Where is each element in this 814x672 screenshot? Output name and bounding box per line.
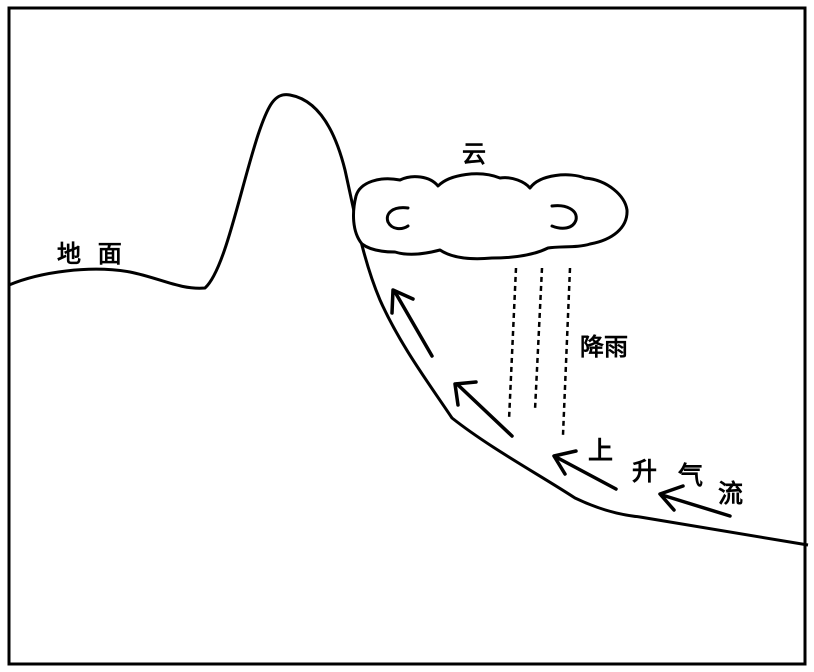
cloud-curl-left	[385, 206, 410, 231]
cloud-curl-right	[550, 204, 578, 230]
rain-line	[507, 267, 518, 421]
rain-line	[561, 267, 572, 436]
updraft-char: 升	[632, 457, 657, 486]
updraft-arrows	[390, 288, 732, 518]
updraft-label: 上 升 气 流	[588, 436, 743, 508]
rain-label: 降雨	[580, 333, 628, 361]
cloud-shape	[352, 172, 629, 261]
diagram-frame	[7, 6, 807, 666]
terrain-profile	[8, 93, 809, 547]
cloud-label: 云	[462, 140, 486, 168]
ground-label: 地 面	[57, 240, 122, 268]
rain-lines	[507, 267, 572, 436]
rain-line	[533, 267, 544, 411]
updraft-arrow	[658, 484, 732, 518]
updraft-char: 上	[588, 436, 613, 465]
updraft-arrow	[390, 288, 434, 358]
updraft-char: 气	[677, 461, 703, 490]
updraft-arrow	[453, 380, 514, 438]
updraft-arrow	[552, 449, 618, 491]
updraft-char: 流	[718, 479, 743, 508]
